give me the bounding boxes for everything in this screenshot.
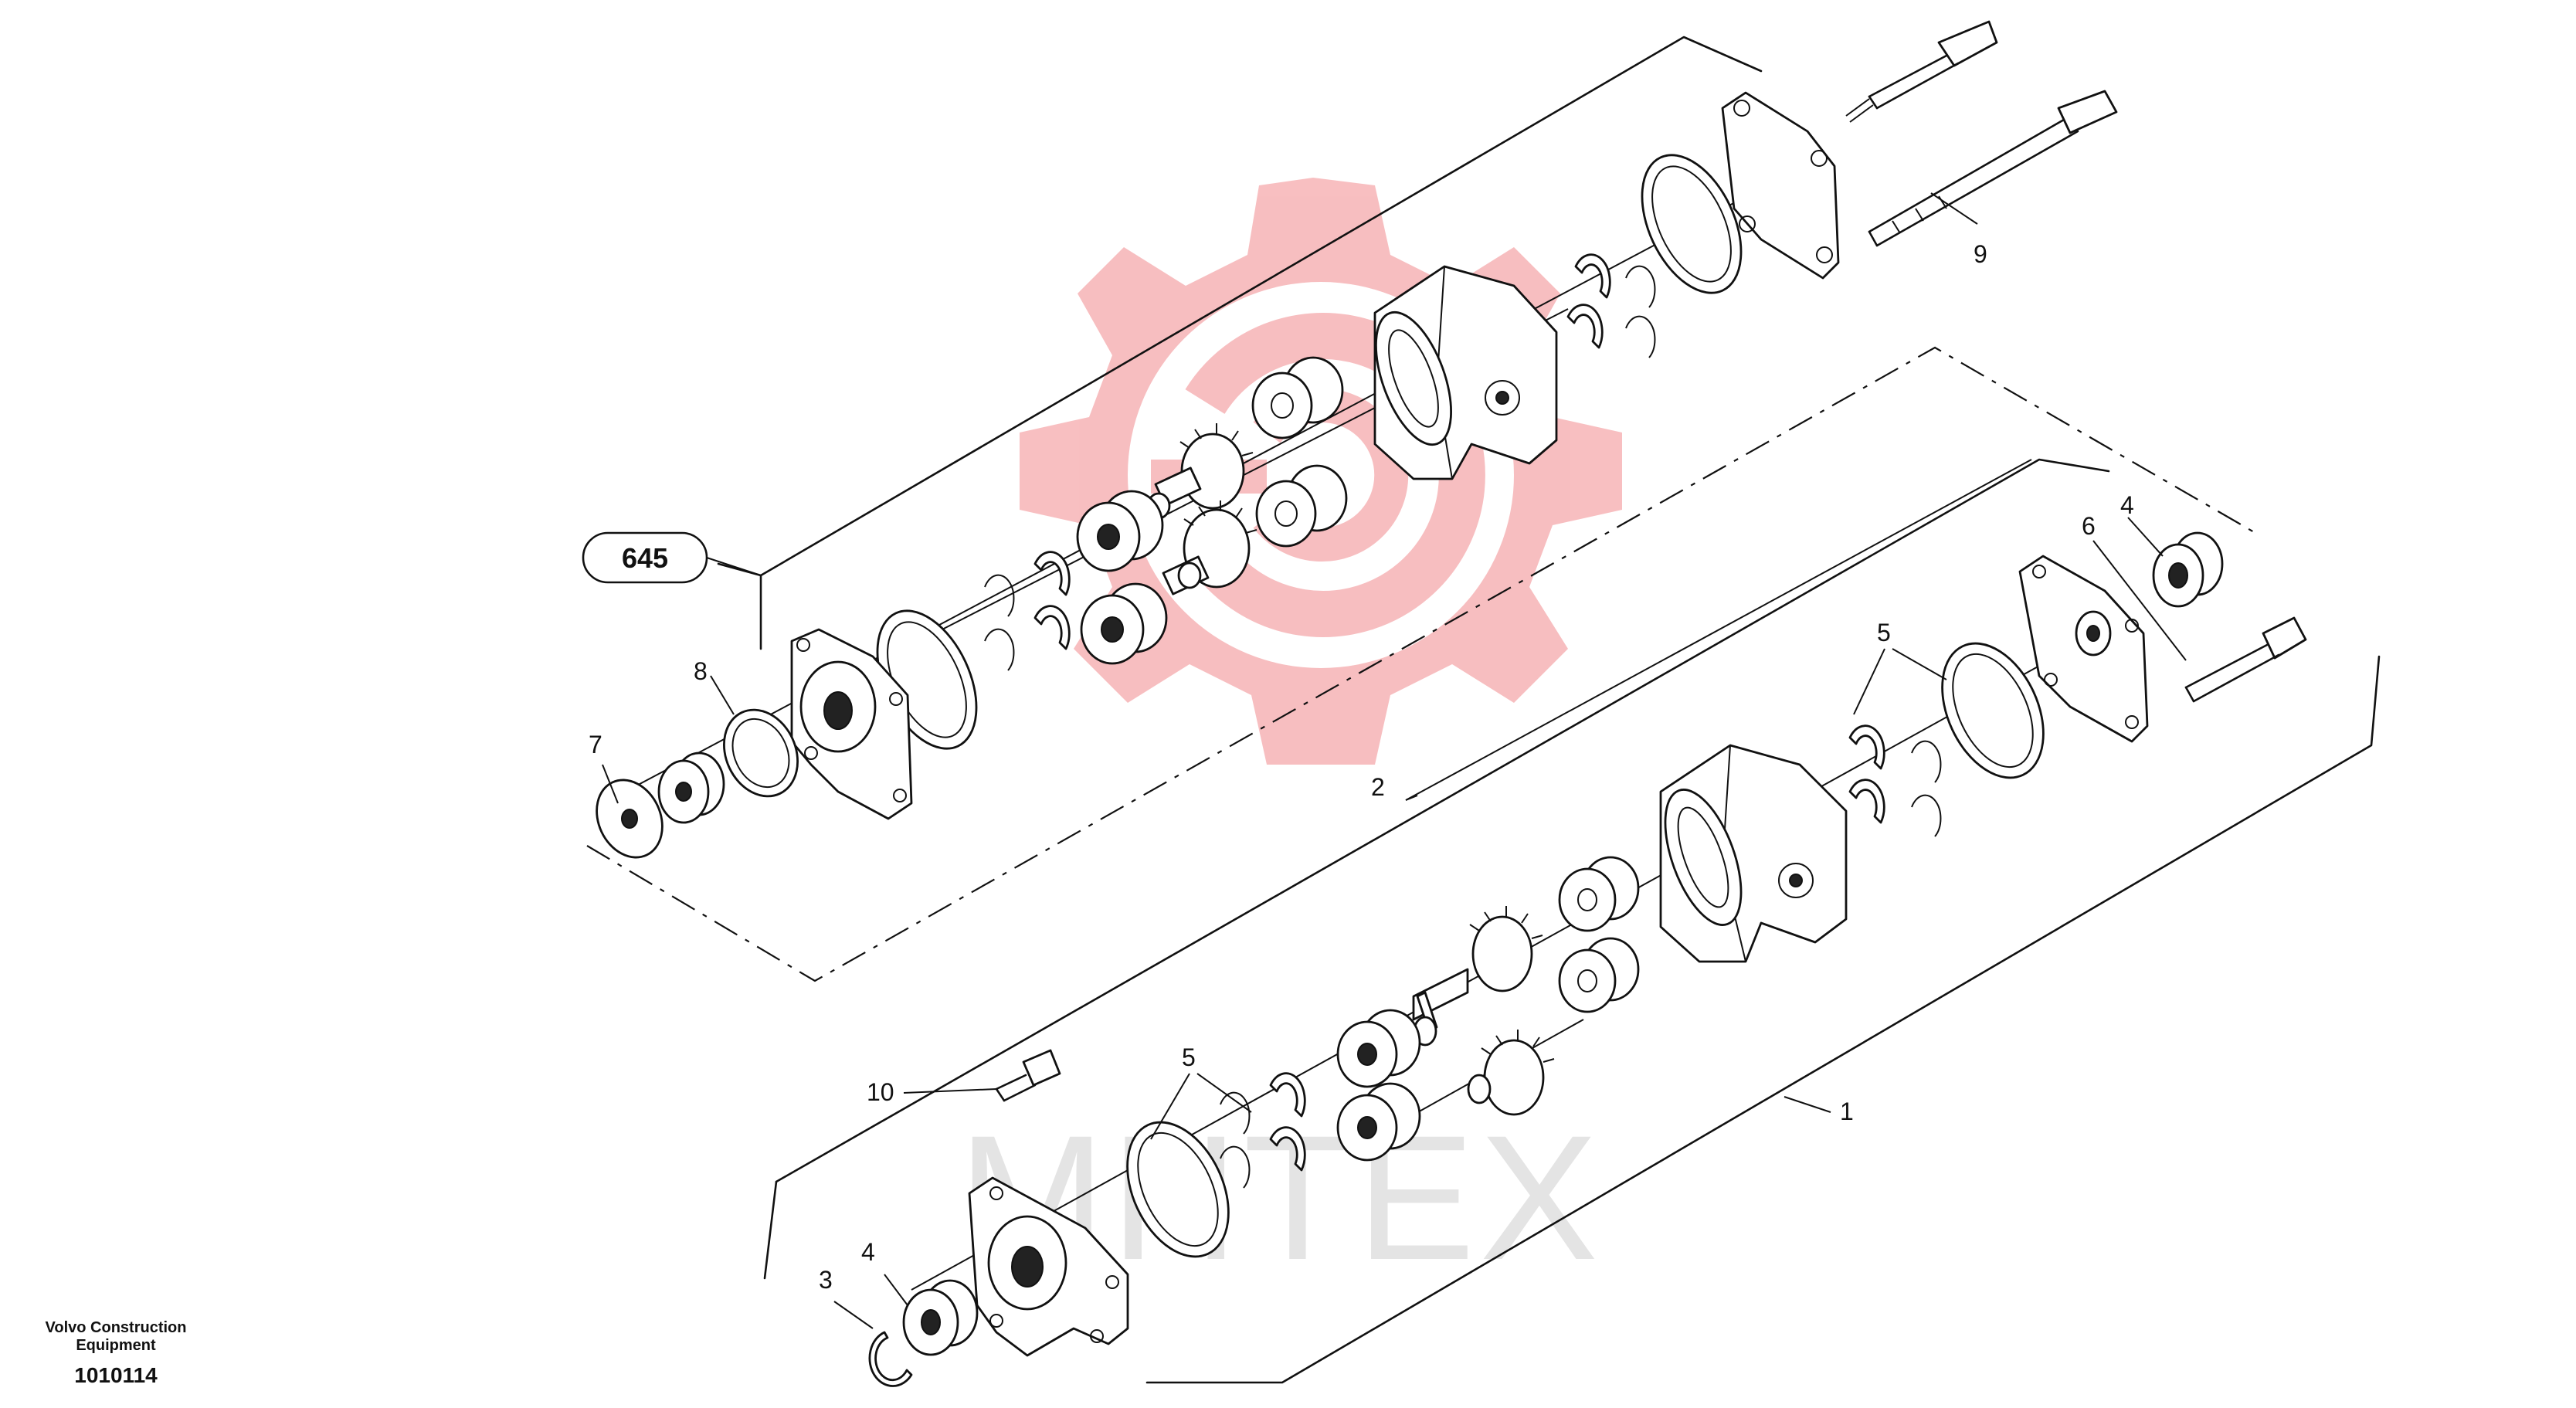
bushing bbox=[1251, 356, 1344, 439]
front-o-ring bbox=[1126, 1121, 1230, 1258]
long-bolt bbox=[1845, 20, 1998, 123]
long-bolt bbox=[1868, 90, 2118, 247]
callout-2: 2 bbox=[1371, 773, 1385, 801]
callout-7: 7 bbox=[589, 731, 602, 758]
bearing-block bbox=[1076, 490, 1164, 572]
bolt bbox=[995, 1049, 1061, 1102]
lower-o-ring bbox=[1941, 642, 2045, 779]
callout-3: 3 bbox=[819, 1266, 833, 1294]
drive-shaft-gear bbox=[1412, 906, 1543, 1047]
bolt bbox=[2184, 616, 2307, 703]
bearing bbox=[902, 1279, 979, 1356]
shaft-o-ring bbox=[723, 708, 799, 798]
callout-10: 10 bbox=[867, 1078, 894, 1106]
bushing bbox=[1558, 856, 1640, 932]
coupling bbox=[657, 751, 725, 824]
callout-4-front: 4 bbox=[861, 1238, 875, 1266]
callout-8: 8 bbox=[694, 657, 708, 685]
assembly-badge: 645 bbox=[582, 531, 762, 584]
bearing-block bbox=[1336, 1082, 1421, 1162]
lower-pump-assembly bbox=[763, 458, 2381, 1387]
upper-pump-assembly bbox=[586, 20, 2256, 982]
bearing-block bbox=[1080, 582, 1168, 665]
seal-ring bbox=[1848, 779, 1885, 824]
seal-ring bbox=[1269, 1072, 1306, 1118]
seal-ring bbox=[1848, 724, 1885, 770]
assembly-badge-label: 645 bbox=[622, 542, 668, 574]
publisher-line-1: Volvo Construction bbox=[46, 1319, 187, 1336]
bearing-block bbox=[1336, 1009, 1421, 1088]
gear bbox=[1467, 1030, 1555, 1116]
bearing bbox=[2152, 531, 2224, 608]
callout-leaders bbox=[602, 192, 2187, 1329]
seal-ring bbox=[1033, 551, 1071, 596]
circlip bbox=[868, 1331, 913, 1387]
upper-end-cover bbox=[1721, 91, 1840, 280]
gear bbox=[1162, 500, 1257, 595]
seal-ring bbox=[1574, 253, 1611, 299]
callout-4-rear: 4 bbox=[2120, 491, 2134, 519]
callout-5-rear: 5 bbox=[1877, 619, 1891, 646]
seal-ring bbox=[1566, 304, 1604, 349]
upper-o-ring bbox=[1641, 154, 1743, 294]
callout-5-front: 5 bbox=[1182, 1043, 1196, 1071]
callout-9: 9 bbox=[1974, 240, 1987, 268]
callout-1: 1 bbox=[1840, 1098, 1854, 1125]
callout-6: 6 bbox=[2082, 512, 2096, 540]
bushing bbox=[1255, 464, 1348, 548]
bushing bbox=[1558, 937, 1640, 1013]
seal-ring bbox=[1033, 605, 1071, 650]
drawing-number: 1010114 bbox=[74, 1363, 158, 1387]
publisher-line-2: Equipment bbox=[76, 1337, 156, 1354]
seal-ring bbox=[1269, 1126, 1306, 1172]
